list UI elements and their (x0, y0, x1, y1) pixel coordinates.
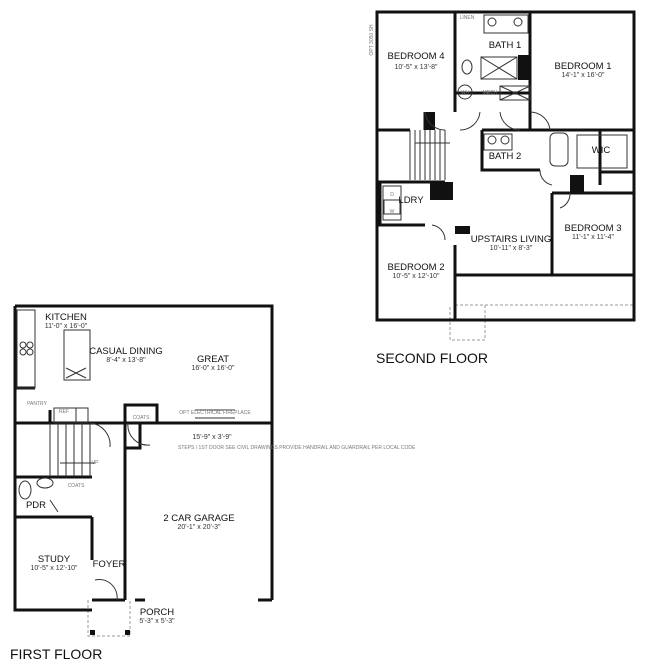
second-floor-labels: BEDROOM 4 10'-5" x 13'-8" BATH 1 BEDROOM… (369, 15, 622, 366)
room-bedroom-1-dims: 14'-1" x 16'-0" (561, 72, 605, 79)
room-garage: 2 CAR GARAGE (163, 513, 234, 524)
room-porch: PORCH (140, 607, 174, 618)
room-upstairs-living: UPSTAIRS LIVING (471, 234, 552, 245)
room-bedroom-3: BEDROOM 3 (564, 223, 621, 234)
first-floor-title: FIRST FLOOR (10, 646, 102, 662)
room-foyer: FOYER (93, 559, 126, 570)
room-study-dims: 10'-5" x 12'-10" (31, 565, 78, 572)
linen-label: LINEN (460, 15, 475, 21)
stairs-up-label: UP (92, 460, 100, 466)
room-powder: PDR (26, 500, 46, 511)
room-laundry: LDRY (398, 195, 424, 206)
room-bedroom-2-dims: 10'-5" x 12'-10" (393, 273, 440, 280)
room-porch-dims: 5'-3" x 5'-3" (139, 618, 175, 625)
room-bedroom-2: BEDROOM 2 (387, 262, 444, 273)
coats-closet-2-label: COATS (68, 483, 86, 489)
dryer-label: D (390, 192, 394, 198)
fireplace-label: OPT ELECTRICAL FIREPLACE (179, 410, 251, 416)
room-study: STUDY (38, 554, 71, 565)
garage-extension-dims: 15'-9" x 3'-9" (192, 434, 232, 441)
room-bedroom-1: BEDROOM 1 (554, 61, 611, 72)
room-bedroom-3-dims: 11'-1" x 11'-4" (572, 234, 615, 241)
second-floor-outline (375, 10, 636, 322)
room-kitchen-dims: 11'-0" x 16'-0" (45, 323, 88, 330)
mech-label: MECH (483, 90, 498, 96)
room-bath-2: BATH 2 (489, 151, 522, 162)
garage-steps-note: STEPS / 1ST DOOR SEE CIVIL DRAWINGS PROV… (178, 445, 416, 451)
first-floor-labels: KITCHEN 11'-0" x 16'-0" CASUAL DINING 8'… (10, 312, 416, 662)
opt-window-label: OPT 3050 SH (369, 24, 375, 55)
water-heater-label: WH (461, 90, 470, 96)
room-garage-dims: 20'-1" x 20'-3" (177, 524, 221, 531)
room-casual-dining: CASUAL DINING (89, 346, 163, 357)
room-bath-1: BATH 1 (489, 40, 522, 51)
washer-label: W (390, 209, 395, 215)
pantry-label: PANTRY (27, 401, 47, 407)
second-floor-plan: BEDROOM 4 10'-5" x 13'-8" BATH 1 BEDROOM… (369, 10, 636, 366)
first-floor-plan: KITCHEN 11'-0" x 16'-0" CASUAL DINING 8'… (10, 304, 416, 662)
room-wic: WIC (592, 145, 611, 156)
room-bedroom-4-dims: 10'-5" x 13'-8" (394, 64, 438, 71)
coats-closet-label: COATS (133, 415, 151, 421)
room-casual-dining-dims: 8'-4" x 13'-8" (106, 357, 146, 364)
room-great: GREAT (197, 354, 229, 365)
room-bedroom-4: BEDROOM 4 (387, 51, 444, 62)
room-kitchen: KITCHEN (45, 312, 87, 323)
second-floor-title: SECOND FLOOR (376, 350, 488, 366)
room-upstairs-living-dims: 10'-11" x 8'-3" (490, 245, 533, 252)
room-great-dims: 16'-0" x 16'-0" (191, 365, 235, 372)
fridge-label: REF (59, 409, 69, 415)
